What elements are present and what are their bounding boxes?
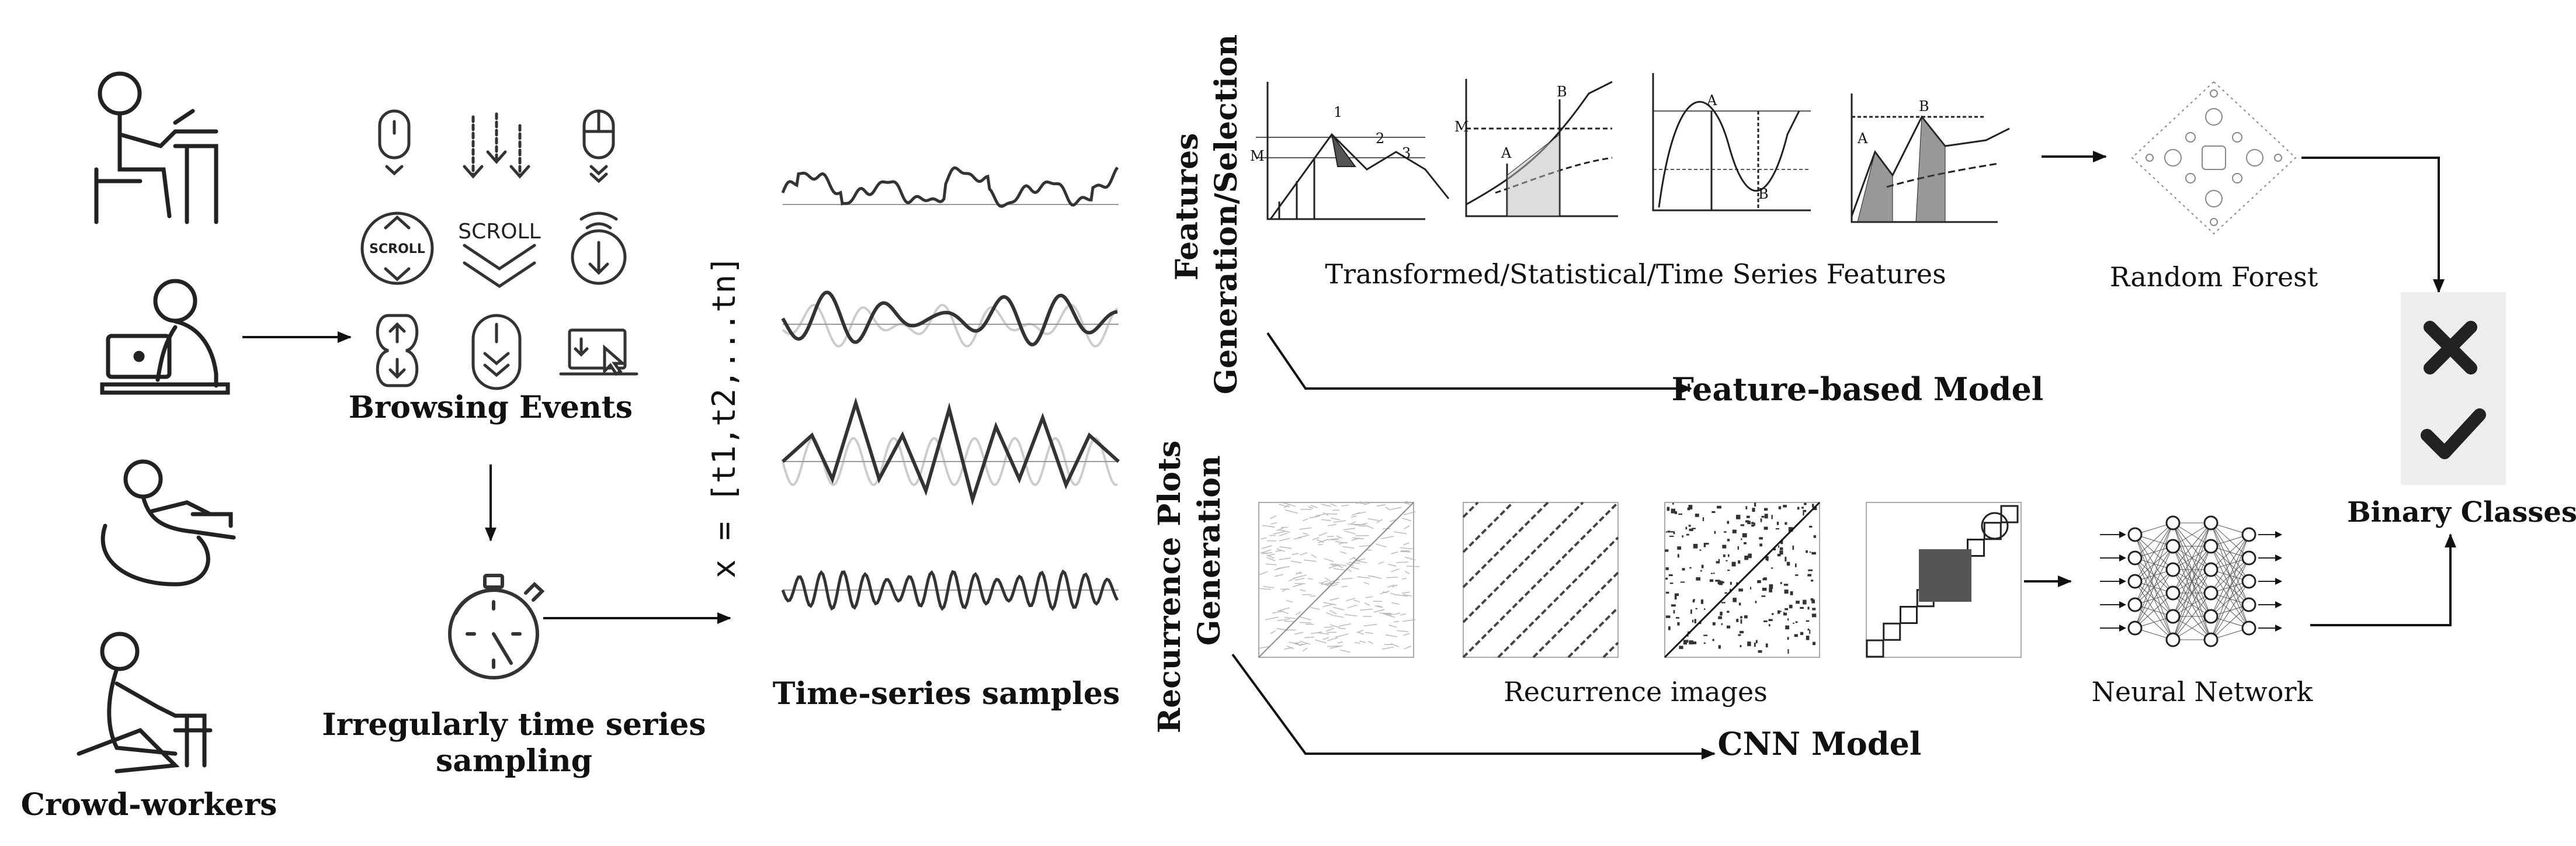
nn-node	[2129, 598, 2141, 611]
recurrence-vertical-line2: Generation	[1192, 455, 1227, 646]
nn-node	[2167, 587, 2179, 599]
features-vertical-line2: Generation/Selection	[1209, 34, 1244, 394]
plot1-mark-2: 2	[1376, 130, 1384, 147]
mouse-scroll-down-icon	[473, 315, 520, 389]
laptop-click-icon	[561, 330, 637, 374]
scroll-chevron-icon	[464, 245, 534, 286]
nn-node	[2167, 540, 2179, 553]
nn-node	[2129, 622, 2141, 634]
neural-network-icon	[2100, 516, 2281, 646]
nn-node	[2167, 633, 2179, 646]
worker-desk-icon	[96, 74, 216, 222]
scroll-down-arrows-icon	[464, 114, 529, 176]
crowd-workers-label: Crowd-workers	[21, 787, 277, 823]
sampling-label-line1: Irregularly time series	[322, 707, 706, 743]
nn-node	[2242, 528, 2255, 541]
cnn-model-label: CNN Model	[1718, 725, 1922, 762]
timeseries-label: Time-series samples	[773, 676, 1120, 712]
feature-model-label: Feature-based Model	[1672, 370, 2044, 408]
vector-notation: x = [t1,t2,...tn]	[706, 255, 742, 578]
wave2-series	[783, 292, 1117, 344]
random-forest-label: Random Forest	[2110, 261, 2318, 293]
mouse-icon	[380, 111, 409, 174]
scroll-circle-text: SCROLL	[369, 242, 425, 256]
nn-node	[2167, 610, 2179, 623]
recurrence-images-label: Recurrence images	[1504, 676, 1768, 708]
recurrence-images	[1259, 501, 2021, 657]
nn-node	[2204, 610, 2217, 623]
recurrence-vertical-line1: Recurrence Plots	[1152, 441, 1188, 733]
nn-node	[2129, 552, 2141, 564]
neural-network-label: Neural Network	[2092, 676, 2314, 708]
plot4-mark-b: B	[1919, 98, 1929, 115]
plot4-mark-a: A	[1857, 130, 1868, 147]
feature-plot-4	[1852, 93, 2009, 222]
nn-node	[2129, 575, 2141, 588]
feature-plot-2	[1466, 79, 1618, 216]
worker-beanbag-icon	[103, 462, 234, 584]
recurrence-image-3	[1665, 502, 1820, 657]
nn-node	[2242, 598, 2255, 611]
arrow-forest-to-classes	[2301, 158, 2439, 292]
nn-node	[2167, 516, 2179, 529]
timeseries-waves	[783, 168, 1119, 609]
nn-node	[2129, 528, 2141, 541]
plot1-mark-3: 3	[1402, 145, 1411, 161]
plot3-mark-b: B	[1758, 186, 1769, 202]
scroll-updown-icon	[377, 315, 417, 386]
worker-floor-icon	[79, 634, 210, 771]
recurrence-image-4	[1866, 502, 2021, 657]
random-forest-icon	[2132, 82, 2296, 234]
mouse-wheel-down-icon	[584, 111, 613, 181]
nn-node	[2242, 622, 2255, 634]
features-vertical-line1: Features	[1169, 133, 1205, 280]
nn-node	[2204, 633, 2217, 646]
plot1-mark-1: 1	[1334, 104, 1342, 120]
sampling-label-line2: sampling	[436, 743, 592, 779]
scroll-chevron-text: SCROLL	[458, 220, 540, 244]
worker-laptop-icon	[102, 281, 228, 393]
nn-node	[2204, 563, 2217, 576]
plot3-mark-a: A	[1706, 92, 1717, 109]
recurrence-image-1	[1259, 501, 1419, 657]
wave2-shadow	[783, 305, 1117, 346]
plot1-mark-m: M	[1250, 148, 1265, 164]
plot2-mark-m: M	[1454, 119, 1469, 135]
nn-node	[2242, 552, 2255, 564]
scroll-down-circle-icon	[572, 213, 625, 283]
features-plots-label: Transformed/Statistical/Time Series Feat…	[1325, 258, 1946, 290]
binary-classes-panel	[2401, 292, 2506, 485]
nn-node	[2204, 516, 2217, 529]
arrow-network-to-classes	[2310, 535, 2450, 625]
recurrence-image-2	[1463, 502, 1618, 657]
feature-plot-3	[1653, 73, 1811, 210]
wave1-series	[783, 168, 1117, 207]
feature-plot-1	[1256, 82, 1449, 219]
nn-node	[2204, 540, 2217, 553]
nn-node	[2167, 563, 2179, 576]
stopwatch-icon	[450, 575, 542, 678]
nn-node	[2242, 575, 2255, 588]
plot2-mark-b: B	[1557, 84, 1567, 100]
arrow-feature-model	[1268, 333, 1691, 389]
plot2-mark-a: A	[1501, 145, 1512, 161]
nn-node	[2204, 587, 2217, 599]
browsing-events-label: Browsing Events	[349, 390, 633, 425]
binary-classes-label: Binary Classes	[2347, 496, 2576, 529]
